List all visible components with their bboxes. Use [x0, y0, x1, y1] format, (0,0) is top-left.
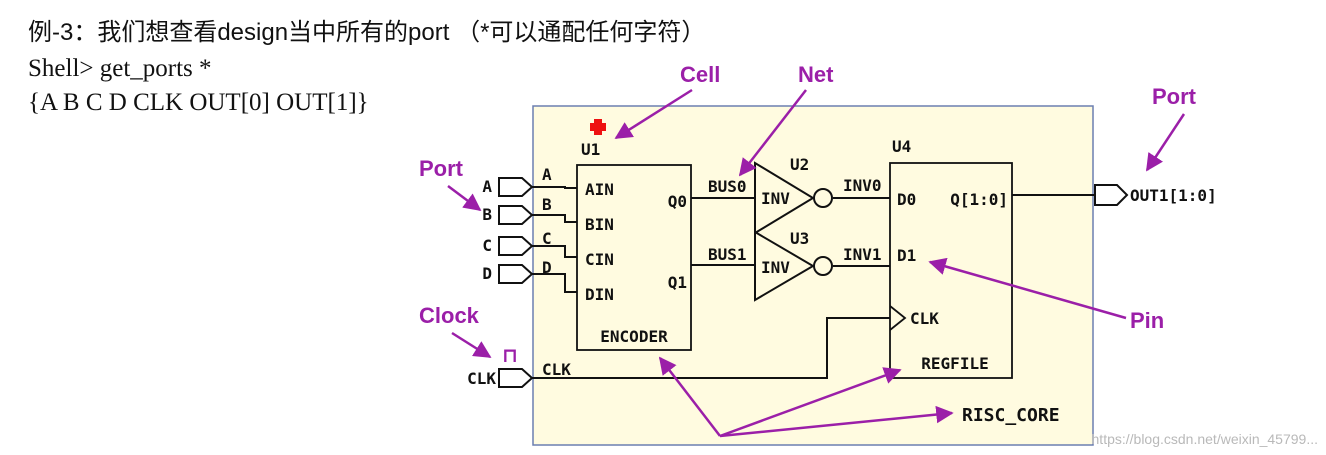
- net-label-clk: CLK: [542, 360, 571, 379]
- u1-pin-ain: AIN: [585, 180, 614, 199]
- u3-inverter-cell: [754, 230, 833, 302]
- u4-pin-q: Q[1:0]: [950, 190, 1008, 209]
- u1-pin-bin: BIN: [585, 215, 614, 234]
- core-label: RISC_CORE: [962, 405, 1060, 426]
- net-label-bus0: BUS0: [708, 177, 747, 196]
- callout-net: Net: [798, 62, 834, 87]
- u1-pin-cin: CIN: [585, 250, 614, 269]
- clock-waveform-icon: ⊓: [502, 343, 518, 367]
- net-label-inv0: INV0: [843, 176, 882, 195]
- port-label-a: A: [482, 177, 492, 196]
- intro-title: 例-3：我们想查看design当中所有的port （*可以通配任何字符）: [28, 19, 706, 46]
- input-port-a: [498, 177, 534, 197]
- port-label-clk: CLK: [467, 369, 496, 388]
- u1-pin-din: DIN: [585, 285, 614, 304]
- watermark: https://blog.csdn.net/weixin_45799...: [1092, 431, 1318, 447]
- u4-pin-d0: D0: [897, 190, 916, 209]
- u1-encoder-cell: [576, 164, 692, 351]
- input-port-d: [498, 264, 534, 284]
- port-label-b: B: [482, 205, 492, 224]
- shell-output: {A B C D CLK OUT[0] OUT[1]}: [28, 89, 369, 116]
- u4-regfile-cell: [889, 162, 1013, 379]
- port-label-d: D: [482, 264, 492, 283]
- u2-type: INV: [761, 189, 790, 208]
- net-label-c: C: [542, 229, 552, 248]
- u4-clock-pin-symbol: [889, 305, 907, 331]
- port-label-c: C: [482, 236, 492, 255]
- callout-arrows: [447, 88, 1186, 438]
- callout-clock: Clock: [419, 303, 480, 328]
- callout-port-right: Port: [1152, 84, 1197, 109]
- u1-pin-q0: Q0: [668, 192, 687, 211]
- u4-pin-d1: D1: [897, 246, 916, 265]
- u4-name: U4: [892, 137, 911, 156]
- u1-name: U1: [581, 140, 600, 159]
- u1-pin-q1: Q1: [668, 273, 687, 292]
- port-label-out1: OUT1[1:0]: [1130, 186, 1217, 205]
- input-nets: [532, 186, 1095, 379]
- net-label-b: B: [542, 195, 552, 214]
- u2-name: U2: [790, 155, 809, 174]
- callout-pin: Pin: [1130, 308, 1164, 333]
- net-label-bus1: BUS1: [708, 245, 747, 264]
- u4-type: REGFILE: [921, 354, 988, 373]
- input-port-clk: [498, 368, 534, 388]
- input-port-c: [498, 236, 534, 256]
- net-label-inv1: INV1: [843, 245, 882, 264]
- input-port-b: [498, 205, 534, 225]
- shell-command: Shell> get_ports *: [28, 55, 212, 82]
- u1-type: ENCODER: [600, 327, 668, 346]
- output-port-out1: [1094, 184, 1129, 206]
- callout-cell: Cell: [680, 62, 720, 87]
- net-label-d: D: [542, 258, 552, 277]
- selection-marker: [590, 119, 606, 135]
- callout-port-left: Port: [419, 156, 464, 181]
- u3-name: U3: [790, 229, 809, 248]
- u2-inverter-cell: [754, 161, 833, 235]
- net-label-a: A: [542, 165, 552, 184]
- u4-pin-clk: CLK: [910, 309, 939, 328]
- u3-type: INV: [761, 258, 790, 277]
